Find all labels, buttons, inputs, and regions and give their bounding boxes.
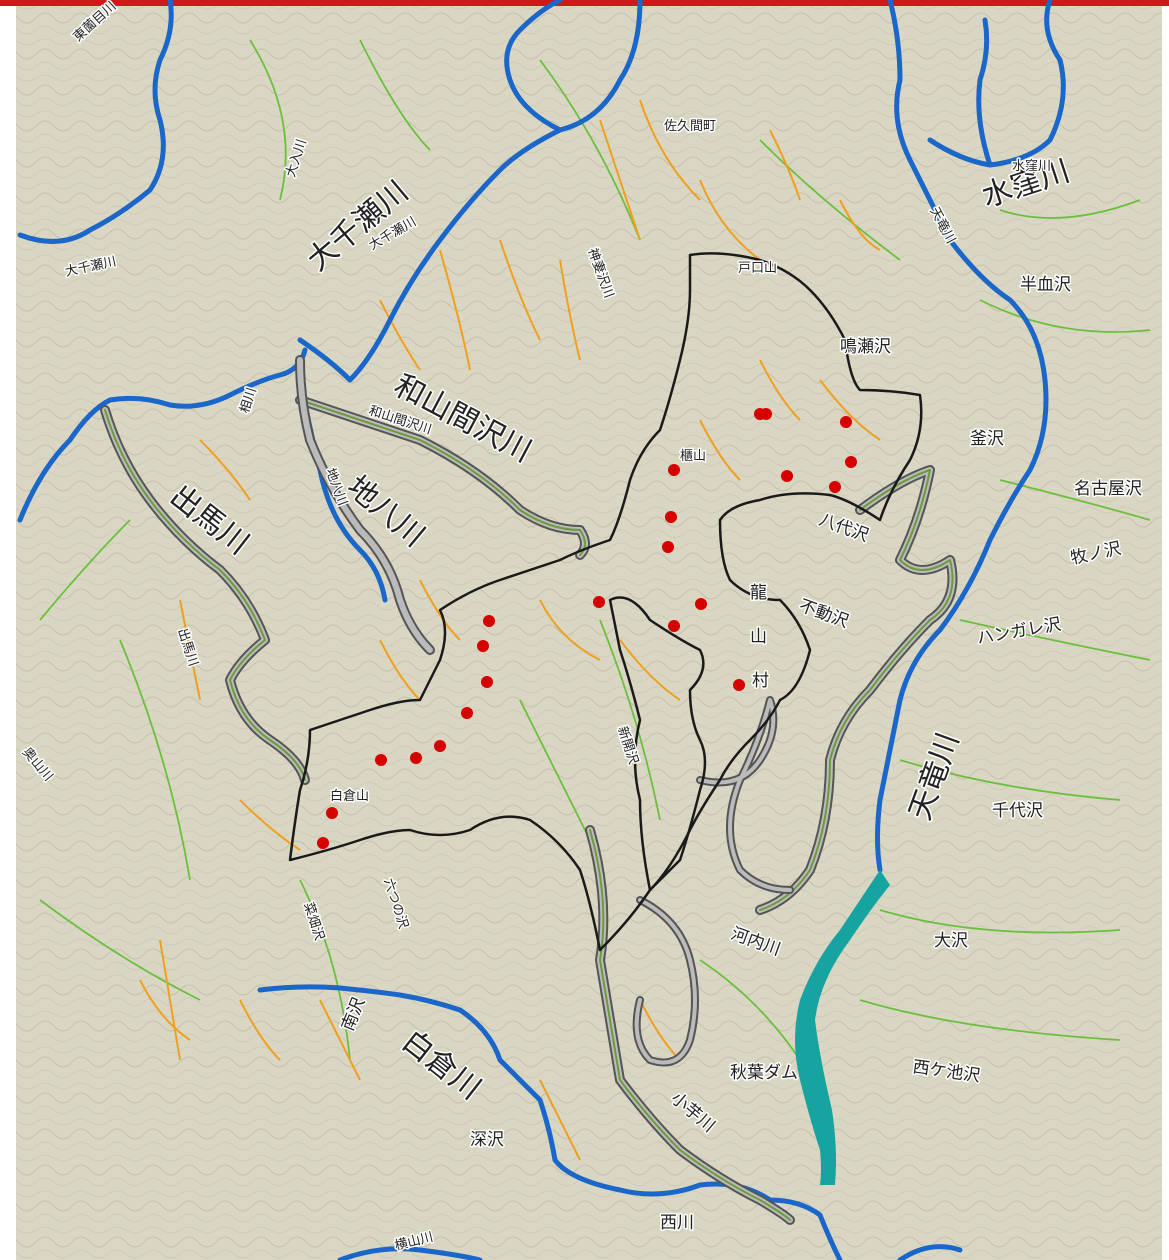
- akiba-dam-reservoir: [795, 870, 890, 1185]
- survey-point-22[interactable]: [754, 408, 766, 420]
- label-chiyosawa: 千代沢: [992, 801, 1043, 821]
- survey-points-layer: [317, 408, 857, 849]
- survey-point-5[interactable]: [781, 470, 793, 482]
- survey-point-7[interactable]: [665, 511, 677, 523]
- label-hitsuyama: 櫃山: [680, 449, 706, 464]
- label-mura: 村: [752, 671, 769, 691]
- label-hanchizawa: 半血沢: [1020, 275, 1071, 295]
- survey-point-4[interactable]: [829, 481, 841, 493]
- survey-point-21[interactable]: [317, 837, 329, 849]
- survey-point-17[interactable]: [434, 740, 446, 752]
- label-mizukubogawa-small: 水窪川: [1012, 158, 1051, 174]
- label-nagoyasawa: 名古屋沢: [1074, 479, 1142, 499]
- label-kamazawa: 釜沢: [970, 429, 1004, 449]
- survey-point-18[interactable]: [410, 752, 422, 764]
- right-margin: [1162, 0, 1169, 1260]
- survey-point-8[interactable]: [662, 541, 674, 553]
- river-aikawa: [17, 347, 308, 523]
- survey-point-14[interactable]: [477, 640, 489, 652]
- river-shirakura: [257, 984, 843, 1260]
- orange-streams: [139, 99, 881, 1161]
- label-shirakurayama: 白倉山: [330, 788, 369, 804]
- label-akiba-dam: 秋葉ダム: [730, 1063, 798, 1083]
- survey-point-16[interactable]: [461, 707, 473, 719]
- label-sakumacho: 佐久間町: [664, 119, 716, 134]
- river-ochisegawa: [17, 0, 174, 244]
- label-tatsu: 龍: [750, 583, 767, 603]
- survey-area-boundary: [288, 252, 923, 952]
- label-fukasawa: 深沢: [470, 1130, 504, 1150]
- survey-point-12[interactable]: [733, 679, 745, 691]
- river-yokoyama: [337, 1246, 483, 1260]
- river-tenryu: [875, 0, 1049, 873]
- survey-point-2[interactable]: [840, 416, 852, 428]
- survey-point-9[interactable]: [593, 596, 605, 608]
- label-narusezawa: 鳴瀬沢: [840, 337, 891, 357]
- river-mizukubo-branch: [976, 17, 993, 168]
- river-bottom-right: [897, 1244, 963, 1260]
- survey-area-inner-boundary: [608, 596, 707, 892]
- survey-point-3[interactable]: [845, 456, 857, 468]
- top-red-bar: [0, 0, 1169, 6]
- river-ochisegawa-upper: [504, 0, 563, 133]
- survey-point-19[interactable]: [375, 754, 387, 766]
- label-nishikawa: 西川: [660, 1213, 694, 1233]
- survey-point-10[interactable]: [695, 598, 707, 610]
- river-mizukubo: [927, 0, 1066, 168]
- survey-point-11[interactable]: [668, 620, 680, 632]
- survey-point-20[interactable]: [326, 807, 338, 819]
- river-ochisegawa-main: [297, 0, 643, 383]
- boundary-river-corridors: [100, 355, 958, 1225]
- survey-point-6[interactable]: [668, 464, 680, 476]
- label-yama: 山: [750, 627, 767, 647]
- green-streams: [39, 39, 1151, 1061]
- survey-point-13[interactable]: [483, 615, 495, 627]
- left-margin: [0, 0, 16, 1260]
- label-toguchiyama: 戸口山: [738, 261, 777, 276]
- label-osawa: 大沢: [934, 931, 968, 951]
- survey-point-15[interactable]: [481, 676, 493, 688]
- main-rivers: [17, 0, 1066, 1260]
